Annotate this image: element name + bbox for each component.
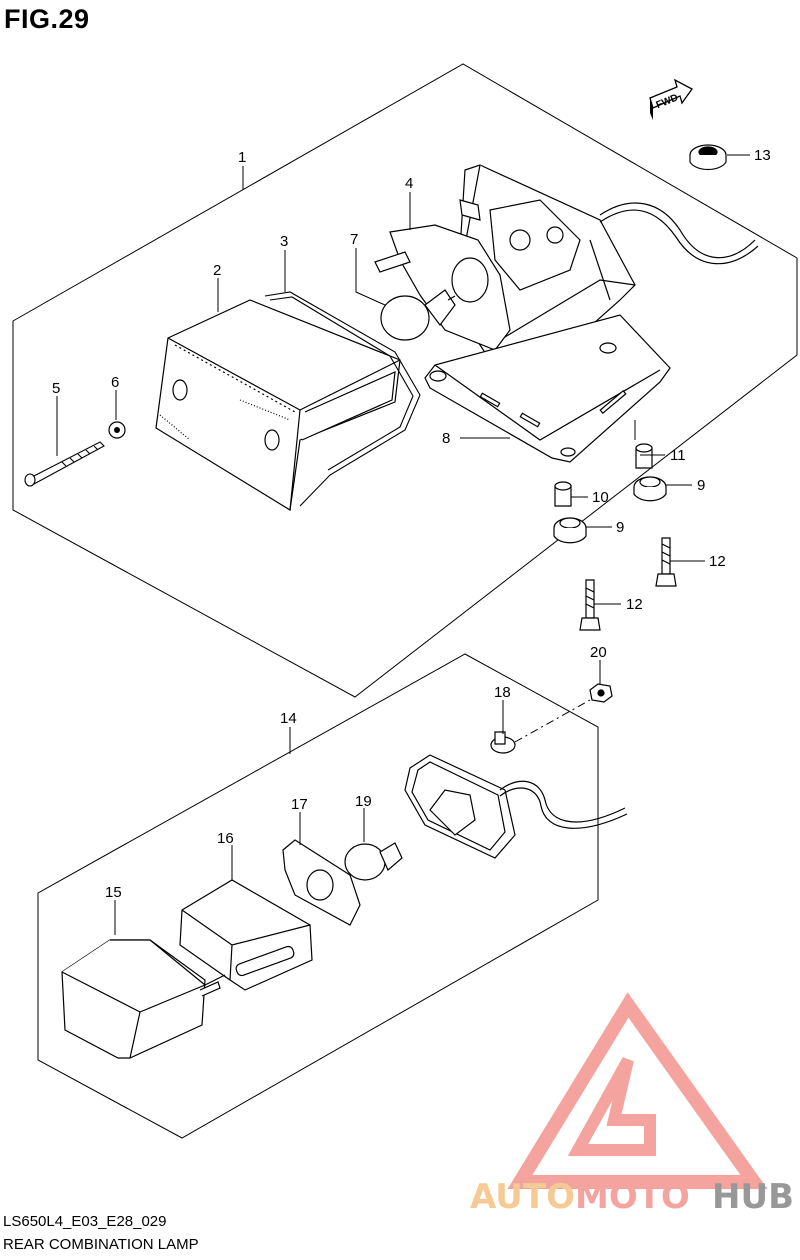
callout-12-b: 12: [626, 596, 643, 613]
callout-13: 13: [754, 147, 771, 164]
figure-code: LS650L4_E03_E28_029: [3, 1213, 167, 1230]
part-license-frame: [180, 880, 312, 990]
watermark-logo: AUTO MOTO HUB: [470, 1005, 794, 1217]
callout-18: 18: [494, 684, 511, 701]
callout-12-a: 12: [709, 553, 726, 570]
watermark-text-moto: MOTO: [575, 1177, 690, 1217]
wire-license-lamp: [500, 781, 625, 822]
callout-20: 20: [590, 644, 607, 661]
part-bolt-12b: [580, 580, 600, 630]
callout-3: 3: [280, 233, 288, 250]
callout-15: 15: [105, 884, 122, 901]
callout-10: 10: [592, 489, 609, 506]
watermark-text-hub: HUB: [712, 1177, 794, 1217]
callout-5: 5: [52, 380, 60, 397]
callout-17: 17: [291, 796, 308, 813]
callout-2: 2: [213, 262, 221, 279]
part-long-screw: [25, 442, 104, 486]
assembly-line-18-20: [515, 700, 590, 742]
figure-subtitle: REAR COMBINATION LAMP: [3, 1236, 199, 1253]
callout-8: 8: [442, 430, 450, 447]
part-reflector: [375, 225, 510, 350]
part-bracket: [425, 315, 670, 462]
part-bulb-upper: [381, 290, 455, 340]
part-license-gasket: [283, 840, 360, 925]
watermark-text-auto: AUTO: [470, 1177, 575, 1217]
callout-7: 7: [350, 231, 358, 248]
part-gasket: [265, 292, 420, 506]
part-lens: [156, 300, 400, 510]
callout-4: 4: [405, 175, 413, 192]
part-plug-18: [491, 732, 515, 753]
callout-6: 6: [111, 374, 119, 391]
part-spacer-11: [636, 444, 652, 468]
callout-14: 14: [280, 710, 297, 727]
part-grommet-13: [690, 145, 726, 170]
callout-19: 19: [355, 793, 372, 810]
part-bolt-12a: [656, 538, 676, 586]
part-spacer-10: [555, 482, 571, 506]
callout-9-a: 9: [697, 477, 705, 494]
part-license-lens: [62, 940, 225, 1058]
callout-16: 16: [217, 830, 234, 847]
part-grommet-9a: [634, 477, 666, 501]
callout-1: 1: [238, 149, 246, 166]
assembly-outline-rear-lamp: [13, 64, 797, 697]
callout-9-b: 9: [616, 519, 624, 536]
watermark-triangle: [520, 1005, 754, 1182]
part-nut-20: [590, 684, 612, 702]
assembly-outline-license-lamp: [38, 654, 598, 1138]
figure-title: FIG.29: [4, 4, 90, 34]
watermark-inner-mark: [578, 1060, 650, 1150]
callout-11: 11: [670, 447, 686, 464]
callout-numbers: 1 2 3 4 5 6 7 8 9 9 10 11 12 12 13 14 15…: [52, 147, 771, 901]
leader-lines: [57, 155, 750, 935]
fwd-arrow-icon: FWD: [650, 80, 692, 120]
part-grommet-9b: [554, 518, 586, 543]
part-license-housing: [405, 755, 515, 858]
wire-rear-lamp: [600, 203, 755, 258]
part-bulb-19: [345, 843, 402, 880]
